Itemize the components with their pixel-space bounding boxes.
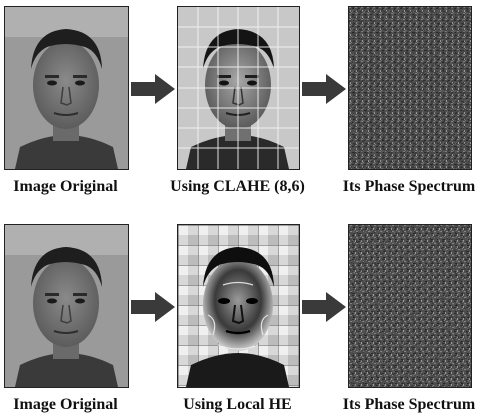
row2-arrow-2 <box>302 290 346 324</box>
row2-caption-phase: Its Phase Spectrum <box>342 396 476 413</box>
row1-arrow-1 <box>131 72 175 106</box>
row2-original-image <box>4 224 129 388</box>
row2-phase-spectrum <box>348 224 472 388</box>
row1-phase-spectrum <box>348 6 472 170</box>
row1-caption-original: Image Original <box>13 178 118 195</box>
row1-clahe-image <box>177 6 300 170</box>
row2-caption-original: Image Original <box>13 396 118 413</box>
row1-original-image <box>4 6 129 170</box>
row2-caption-local-he: Using Local HE <box>183 396 292 413</box>
row1-caption-clahe: Using CLAHE (8,6) <box>170 178 305 195</box>
row2-arrow-1 <box>131 290 175 324</box>
row1-arrow-2 <box>302 72 346 106</box>
row1-caption-phase: Its Phase Spectrum <box>342 178 476 195</box>
row2-local-he-image <box>177 224 300 388</box>
